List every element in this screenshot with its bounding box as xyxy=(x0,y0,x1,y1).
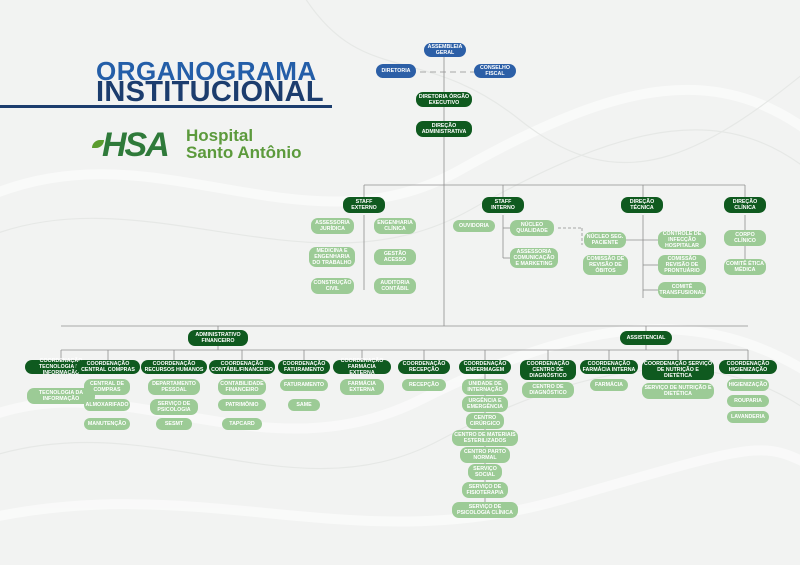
node-almoxarifado: ALMOXARIFADO xyxy=(84,399,130,411)
node-departamento-pessoal: DEPARTAMENTO PESSOAL xyxy=(148,379,200,395)
node-nucleo-qualidade: NÚCLEO QUALIDADE xyxy=(510,220,554,236)
title-line1: ORGANOGRAMA xyxy=(96,56,317,86)
title-line2: INSTITUCIONAL xyxy=(96,76,324,108)
node-coord-enfermagem: COORDENAÇÃO ENFERMAGEM xyxy=(459,360,511,374)
node-farmacia: FARMÁCIA xyxy=(590,379,628,391)
node-staff-externo: STAFF EXTERNO xyxy=(343,197,385,213)
hospital-logo: HSA Hospital Santo Antônio xyxy=(92,126,322,164)
node-coord-higienizacao: COORDENAÇÃO HIGIENIZAÇÃO xyxy=(719,360,777,374)
node-comite-transfusional: COMITÊ TRANSFUSIONAL xyxy=(658,282,706,298)
node-patrimonio: PATRIMÔNIO xyxy=(218,399,266,411)
node-ouvidoria: OUVIDORIA xyxy=(453,220,495,232)
node-coord-centro-diagnostico: COORDENAÇÃO CENTRO DE DIAGNÓSTICO xyxy=(520,360,576,380)
node-servico-nutricao-dietetica: SERVIÇO DE NUTRIÇÃO E DIETÉTICA xyxy=(642,383,714,399)
node-coord-farmacia-externa: COORDENAÇÃO FARMÁCIA EXTERNA xyxy=(333,358,391,376)
title-underline xyxy=(0,105,332,108)
node-assistencial: ASSISTENCIAL xyxy=(620,331,672,345)
logo-name-line2: Santo Antônio xyxy=(186,143,302,162)
node-assembleia-geral: ASSEMBLEIA GERAL xyxy=(424,43,466,57)
node-coord-farmacia-interna: COORDENAÇÃO FARMÁCIA INTERNA xyxy=(580,360,638,374)
node-centro-cirurgico: CENTRO CIRÚRGICO xyxy=(466,413,504,429)
node-higienizacao: HIGIENIZAÇÃO xyxy=(727,379,769,391)
node-corpo-clinico: CORPO CLÍNICO xyxy=(724,230,766,246)
node-diretoria-orgao-executivo: DIRETORIA ÓRGÃO EXECUTIVO xyxy=(416,92,472,107)
node-rouparia: ROUPARIA xyxy=(727,395,769,407)
node-assessoria-comunicacao: ASSESSORIA COMUNICAÇÃO E MARKETING xyxy=(510,248,558,268)
node-servico-social: SERVIÇO SOCIAL xyxy=(468,464,502,480)
leaf-icon xyxy=(92,140,104,148)
node-administrativo-financeiro: ADMINISTRATIVO FINANCEIRO xyxy=(188,330,248,346)
node-unidade-internacao: UNIDADE DE INTERNAÇÃO xyxy=(462,379,508,395)
node-engenharia-clinica: ENGENHARIA CLÍNICA xyxy=(374,218,416,234)
node-coord-recepcao: COORDENAÇÃO RECEPÇÃO xyxy=(398,360,450,374)
node-farmacia-externa: FARMÁCIA EXTERNA xyxy=(340,379,384,395)
node-medicina-engenharia-trabalho: MEDICINA E ENGENHARIA DO TRABALHO xyxy=(309,247,355,267)
node-tecnologia-informacao: TECNOLOGIA DA INFORMAÇÃO xyxy=(27,388,95,404)
node-nucleo-seg-paciente: NÚCLEO SEG. PACIENTE xyxy=(584,232,626,248)
node-recepcao: RECEPÇÃO xyxy=(402,379,446,391)
node-construcao-civil: CONSTRUÇÃO CIVIL xyxy=(311,278,354,294)
node-coord-servico-nutricao: COORDENAÇÃO SERVIÇO DE NUTRIÇÃO E DIETÉT… xyxy=(642,360,714,380)
node-lavanderia: LAVANDERIA xyxy=(727,411,769,423)
node-same: SAME xyxy=(288,399,320,411)
node-centro-materiais-esterilizados: CENTRO DE MATERIAIS ESTERILIZADOS xyxy=(452,430,518,446)
node-direcao-administrativa: DIREÇÃO ADMINISTRATIVA xyxy=(416,121,472,137)
node-comissao-revisao-prontuario: COMISSÃO REVISÃO DE PRONTUÁRIO xyxy=(658,255,706,275)
node-coord-faturamento: COORDENAÇÃO FATURAMENTO xyxy=(278,360,330,374)
logo-name-line1: Hospital xyxy=(186,126,254,145)
node-manutencao: MANUTENÇÃO xyxy=(84,418,130,430)
node-servico-psicologia-clinica: SERVIÇO DE PSICOLOGIA CLÍNICA xyxy=(452,502,518,518)
node-controle-infeccao-hospitalar: CONTROLE DE INFECÇÃO HOSPITALAR xyxy=(658,231,706,249)
node-diretoria: DIRETORIA xyxy=(376,64,416,78)
node-comissao-revisao-obitos: COMISSÃO DE REVISÃO DE ÓBITOS xyxy=(583,255,628,275)
node-direcao-clinica: DIREÇÃO CLÍNICA xyxy=(724,197,766,213)
node-servico-fisioterapia: SERVIÇO DE FISIOTERAPIA xyxy=(462,482,508,498)
node-centro-diagnostico: CENTRO DE DIAGNÓSTICO xyxy=(522,382,574,398)
node-contabilidade-financeiro: CONTABILIDADE FINANCEIRO xyxy=(218,379,266,395)
node-central-de-compras: CENTRAL DE COMPRAS xyxy=(84,379,130,395)
node-coord-contabil-financeiro: COORDENAÇÃO CONTÁBIL/FINANCEIRO xyxy=(209,360,275,374)
node-urgencia-emergencia: URGÊNCIA E EMERGÊNCIA xyxy=(462,396,508,412)
node-assessoria-juridica: ASSESSORIA JURÍDICA xyxy=(311,218,354,234)
node-coord-recursos-humanos: COORDENAÇÃO RECURSOS HUMANOS xyxy=(141,360,207,374)
logo-abbreviation: HSA xyxy=(102,126,170,164)
node-direcao-tecnica: DIREÇÃO TÉCNICA xyxy=(621,197,663,213)
node-coord-central-compras: COORDENAÇÃO CENTRAL COMPRAS xyxy=(76,360,140,374)
node-staff-interno: STAFF INTERNO xyxy=(482,197,524,213)
node-centro-parto-normal: CENTRO PARTO NORMAL xyxy=(460,447,510,463)
node-tapcard: TAPCARD xyxy=(222,418,262,430)
node-auditoria-contabil: AUDITORIA CONTÁBIL xyxy=(374,278,416,294)
node-conselho-fiscal: CONSELHO FISCAL xyxy=(474,64,516,78)
node-gestao-acesso: GESTÃO ACESSO xyxy=(374,249,416,265)
node-sesmt: SESMT xyxy=(156,418,192,430)
node-comite-etica-medica: COMITÊ ÉTICA MÉDICA xyxy=(724,259,766,275)
node-faturamento: FATURAMENTO xyxy=(280,379,328,391)
node-servico-psicologia: SERVIÇO DE PSICOLOGIA xyxy=(150,399,198,415)
